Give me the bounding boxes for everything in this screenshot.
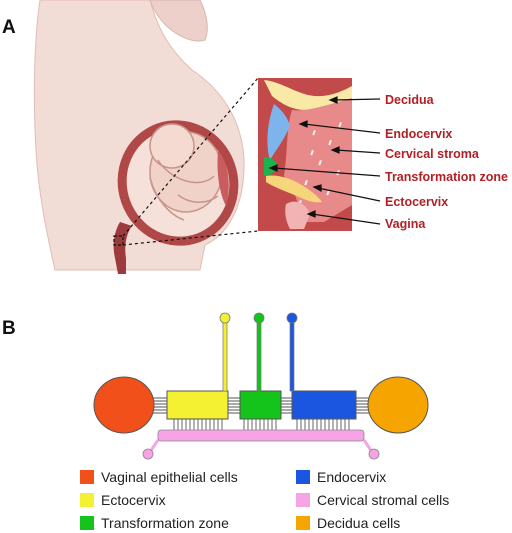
callout-transformation-zone: Transformation zone bbox=[385, 170, 508, 184]
legend: Vaginal epithelial cells Endocervix Ecto… bbox=[80, 469, 449, 531]
callout-arrows bbox=[268, 96, 381, 225]
callout-cervical-stroma: Cervical stroma bbox=[385, 147, 480, 161]
legend-swatch-endocervix bbox=[296, 470, 310, 484]
transformation-zone-chamber bbox=[239, 390, 282, 420]
legend-swatch-transformation-zone bbox=[80, 516, 94, 530]
zoom-line-bottom bbox=[122, 230, 259, 246]
panel-a-label: A bbox=[2, 17, 16, 38]
ectocervix-chamber bbox=[166, 390, 229, 420]
zoom-line-top bbox=[122, 77, 259, 237]
callout-decidua: Decidua bbox=[385, 93, 435, 107]
legend-label-ectocervix: Ectocervix bbox=[101, 492, 166, 508]
legend-swatch-stromal bbox=[296, 493, 310, 507]
callout-vagina: Vagina bbox=[385, 217, 426, 231]
callout-endocervix: Endocervix bbox=[385, 127, 452, 141]
cervix-inset bbox=[258, 78, 352, 231]
legend-swatch-decidua bbox=[296, 516, 310, 530]
legend-label-transformation-zone: Transformation zone bbox=[101, 515, 229, 531]
decidua-chamber bbox=[367, 376, 429, 434]
panel-b-label: B bbox=[2, 318, 16, 339]
vaginal-epithelial-chamber bbox=[93, 376, 155, 434]
legend-label-decidua: Decidua cells bbox=[317, 515, 400, 531]
legend-swatch-ectocervix bbox=[80, 493, 94, 507]
stromal-channel bbox=[157, 429, 365, 442]
callout-ectocervix: Ectocervix bbox=[385, 195, 448, 209]
legend-label-vaginal: Vaginal epithelial cells bbox=[101, 469, 238, 485]
organ-chip-diagram bbox=[93, 312, 429, 460]
legend-label-stromal: Cervical stromal cells bbox=[317, 492, 449, 508]
legend-label-endocervix: Endocervix bbox=[317, 469, 386, 485]
zoom-region-marker bbox=[113, 235, 124, 246]
pregnant-torso-illustration bbox=[33, 0, 245, 274]
legend-swatch-vaginal bbox=[80, 470, 94, 484]
fetus-illustration bbox=[149, 123, 223, 221]
endocervix-chamber bbox=[291, 390, 357, 420]
